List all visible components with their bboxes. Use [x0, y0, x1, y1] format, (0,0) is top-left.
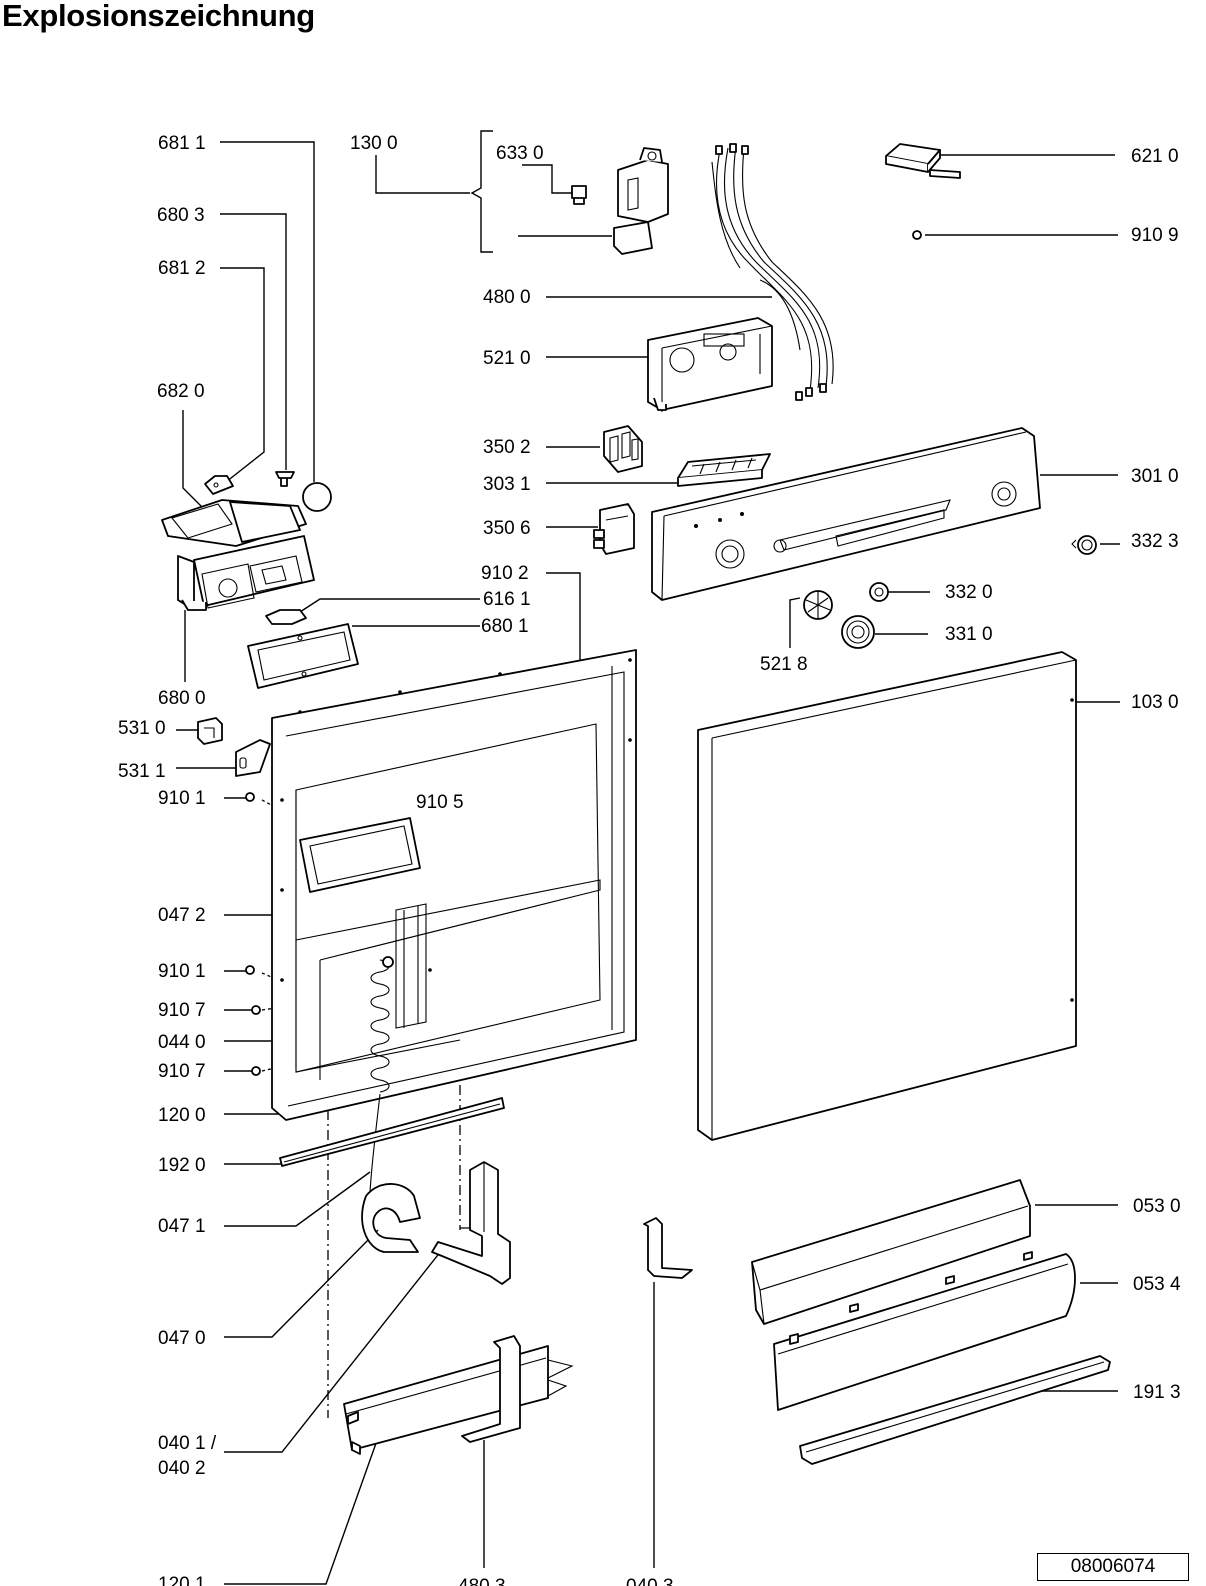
part-label-053-0: 053 0	[1133, 1196, 1181, 1217]
detergent-dispenser	[161, 499, 315, 611]
drawing-number-box: 08006074	[1037, 1553, 1189, 1581]
kick-plate	[751, 1179, 1033, 1325]
part-label-521-0: 521 0	[483, 348, 531, 369]
door-lock	[613, 147, 669, 255]
part-label-120-0: 120 0	[158, 1105, 206, 1126]
wiring-harness	[711, 143, 834, 401]
part-label-680-0: 680 0	[158, 688, 206, 709]
part-label-680-1: 680 1	[481, 616, 529, 637]
part-label-531-1: 531 1	[118, 761, 166, 782]
part-label-910-7-upper: 910 7	[158, 1000, 206, 1021]
base-panel	[773, 1253, 1076, 1411]
part-label-480-0: 480 0	[483, 287, 531, 308]
part-label-910-1-upper: 910 1	[158, 788, 206, 809]
part-label-303-1: 303 1	[483, 474, 531, 495]
selector-switch	[603, 425, 643, 473]
part-label-192-0: 192 0	[158, 1155, 206, 1176]
part-label-301-0: 301 0	[1131, 466, 1179, 487]
part-label-682-0: 682 0	[157, 381, 205, 402]
part-label-480-3: 480 3	[458, 1576, 506, 1586]
part-label-191-3: 191 3	[1133, 1382, 1181, 1403]
bracket-350-6	[593, 503, 635, 555]
control-module	[647, 317, 773, 412]
part-label-681-1: 681 1	[158, 133, 206, 154]
part-label-910-1-lower: 910 1	[158, 961, 206, 982]
part-label-680-3: 680 3	[157, 205, 205, 226]
part-label-910-7-lower: 910 7	[158, 1061, 206, 1082]
part-label-910-2: 910 2	[481, 563, 529, 584]
plinth-rail	[799, 1355, 1111, 1465]
part-label-047-0: 047 0	[158, 1328, 206, 1349]
part-label-910-9: 910 9	[1131, 225, 1179, 246]
part-label-044-0: 044 0	[158, 1032, 206, 1053]
keypad-strip	[677, 453, 771, 487]
part-label-531-0: 531 0	[118, 718, 166, 739]
part-label-130-0: 130 0	[350, 133, 398, 154]
part-label-350-2: 350 2	[483, 437, 531, 458]
part-label-040-2: 040 2	[158, 1458, 206, 1479]
page-title: Explosionszeichnung	[2, 0, 315, 33]
part-label-350-6: 350 6	[483, 518, 531, 539]
hinge-bracket	[431, 1161, 511, 1285]
hinge-pulley	[361, 1183, 421, 1253]
part-label-053-4: 053 4	[1133, 1274, 1181, 1295]
part-label-910-5: 910 5	[416, 792, 464, 813]
part-label-331-0: 331 0	[945, 624, 993, 645]
part-label-332-3: 332 3	[1131, 531, 1179, 552]
part-label-681-2: 681 2	[158, 258, 206, 279]
inner-door	[271, 649, 637, 1121]
part-label-120-1: 120 1	[158, 1574, 206, 1586]
part-label-521-8: 521 8	[760, 654, 808, 675]
part-label-621-0: 621 0	[1131, 146, 1179, 167]
part-label-332-0: 332 0	[945, 582, 993, 603]
control-panel	[651, 427, 1041, 601]
part-label-616-1: 616 1	[483, 589, 531, 610]
part-label-047-1: 047 1	[158, 1216, 206, 1237]
part-labels: 681 1 130 0 633 0 621 0 680 3 910 9 681 …	[118, 133, 1181, 1586]
small-module	[885, 143, 961, 179]
plinth	[343, 1335, 574, 1455]
part-label-040-1: 040 1 /	[158, 1433, 217, 1454]
part-label-040-3: 040 3	[626, 1576, 674, 1586]
part-label-103-0: 103 0	[1131, 692, 1179, 713]
outer-door	[697, 651, 1077, 1141]
part-label-633-0: 633 0	[496, 143, 544, 164]
part-label-047-2: 047 2	[158, 905, 206, 926]
parts-drawing	[161, 143, 1111, 1465]
